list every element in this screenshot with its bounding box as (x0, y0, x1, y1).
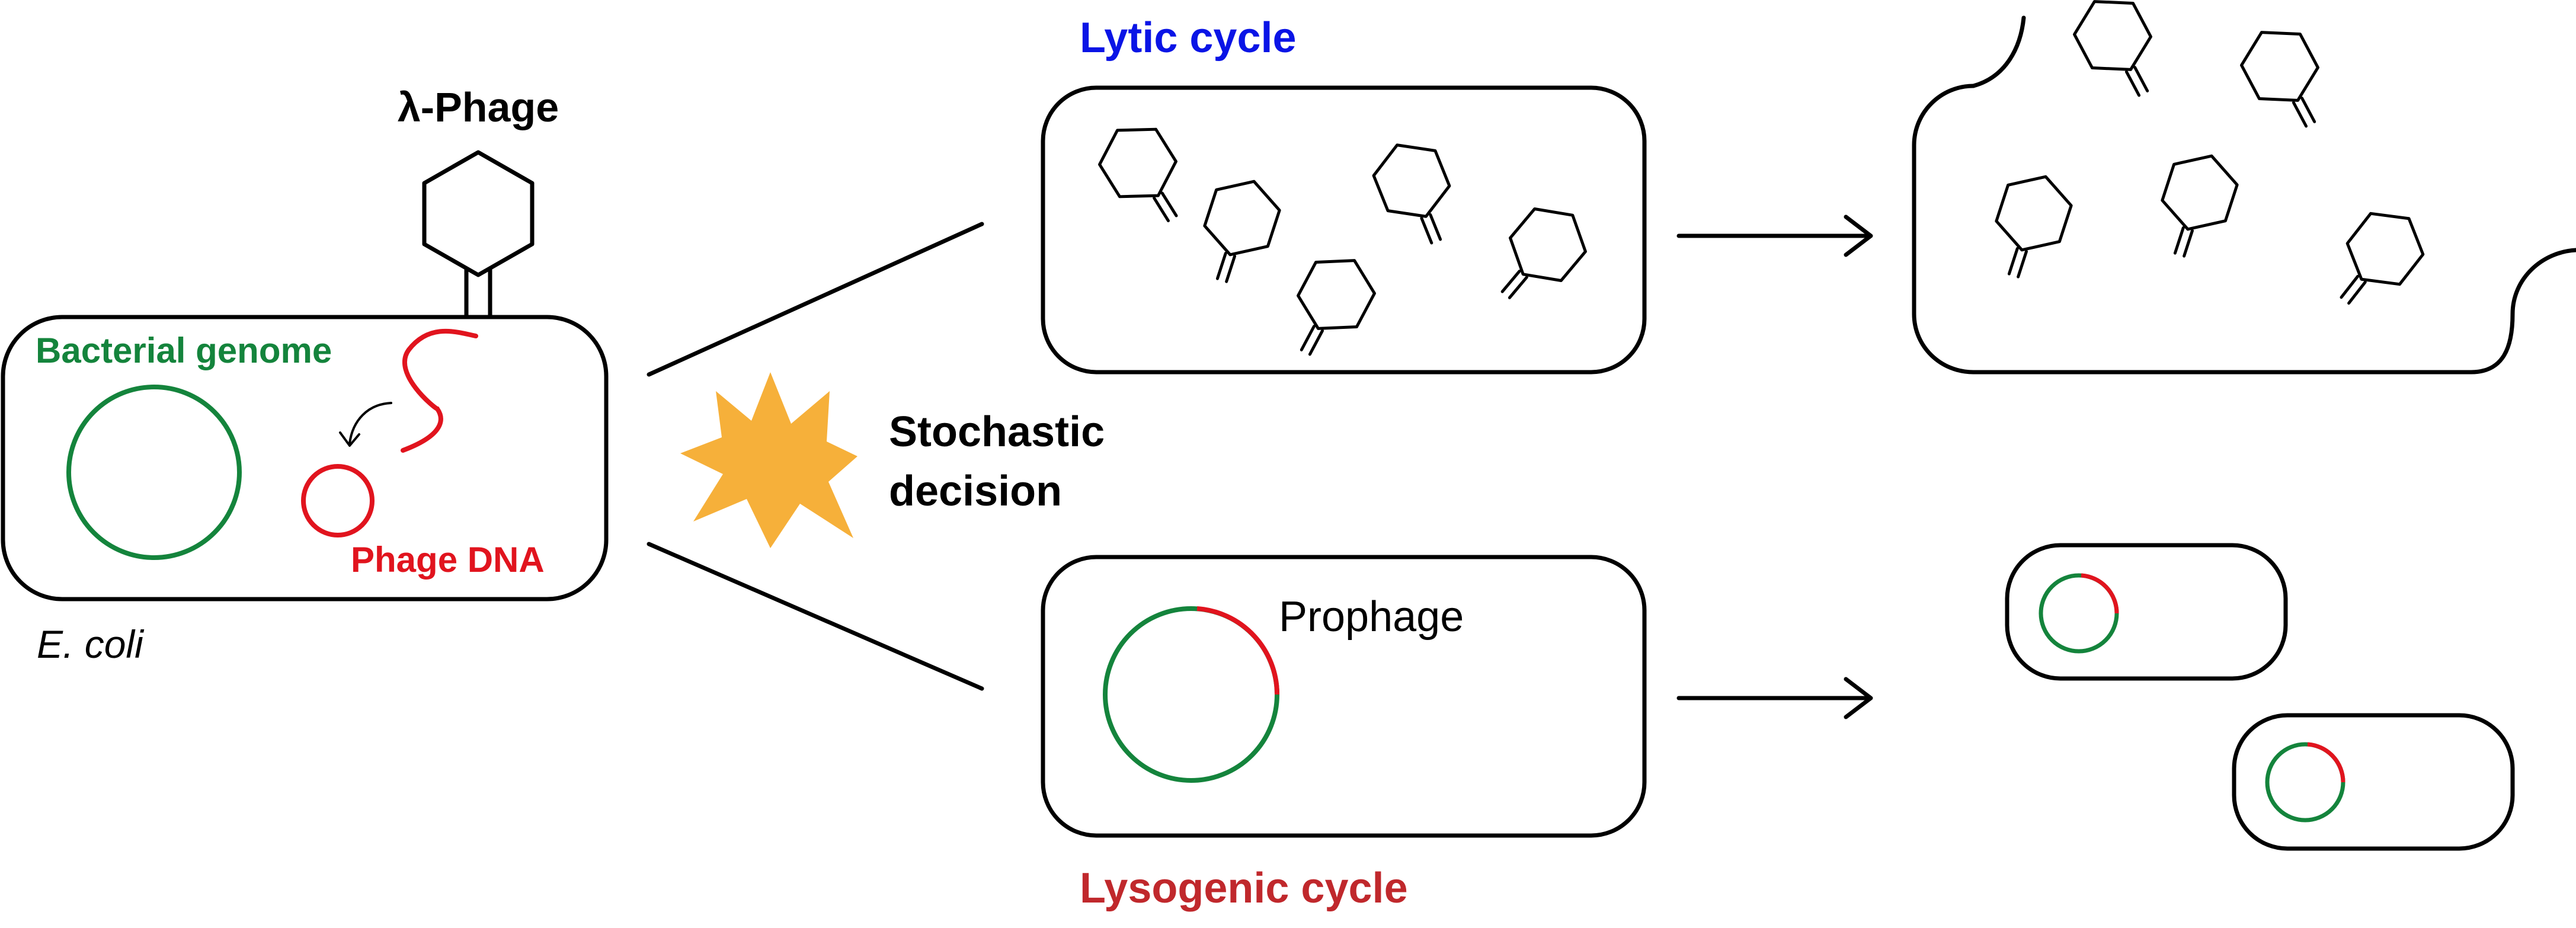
phage-dna-circle-icon (301, 464, 375, 537)
released-phage-icon (2319, 198, 2435, 321)
decision-group: Stochastic decision (647, 222, 1105, 691)
lysogenic-cycle-label: Lysogenic cycle (1080, 865, 1408, 912)
lysogenic-cell (1041, 555, 1647, 838)
lysed-cell-fragment (1971, 15, 2026, 88)
lytic-cell (1041, 85, 1647, 375)
e-coli-label: E. coli (37, 622, 145, 666)
prophage-segment-icon (1196, 606, 1280, 695)
injected-phage-dna-icon (401, 329, 478, 453)
released-phage-icon (1982, 167, 2078, 286)
circularization-arrow-icon (348, 402, 392, 444)
infected-cell-group: λ-Phage Bacterial genome Phage DNA E. co… (1, 84, 609, 666)
lysogenic-cycle-group: Prophage Lysogenic cycle (1041, 543, 2515, 912)
prophage-label: Prophage (1279, 593, 1464, 641)
stochastic-label-line2: decision (889, 468, 1062, 515)
branch-line-lytic (647, 222, 984, 377)
released-phage-icon (2148, 146, 2244, 265)
circularization-arrowhead-icon (339, 431, 360, 447)
lysogenic-arrowhead-icon (1844, 677, 1873, 719)
lytic-arrowhead-icon (1844, 215, 1873, 257)
bacterial-genome-label: Bacterial genome (36, 331, 332, 370)
e-coli-cell (1, 315, 609, 601)
lambda-phage-icon (422, 150, 535, 319)
bacterial-genome-icon (66, 385, 242, 560)
progeny-phage-icon (1367, 133, 1467, 254)
lytic-cycle-label: Lytic cycle (1080, 14, 1297, 62)
daughter-cell-1 (2005, 543, 2288, 681)
phage-dna-label: Phage DNA (351, 540, 545, 580)
lambda-phage-label: λ-Phage (398, 84, 559, 130)
daughter-prophage-2-icon (2307, 742, 2345, 783)
stochastic-label-line1: Stochastic (889, 408, 1105, 456)
daughter-cell-2 (2232, 713, 2515, 851)
branch-line-lysogenic (647, 542, 984, 691)
progeny-phage-icon (1089, 113, 1201, 236)
released-phage-icon (2232, 17, 2340, 139)
daughter-prophage-1-icon (2081, 573, 2119, 614)
stochastic-burst-icon (680, 372, 857, 548)
progeny-phage-icon (1480, 194, 1598, 316)
progeny-phage-icon (1276, 245, 1384, 367)
released-phage-icon (2065, 0, 2172, 108)
lytic-cycle-group: Lytic cycle (1041, 0, 2576, 375)
progeny-phage-icon (1191, 171, 1286, 290)
lysed-cell-outline (1912, 84, 2576, 375)
